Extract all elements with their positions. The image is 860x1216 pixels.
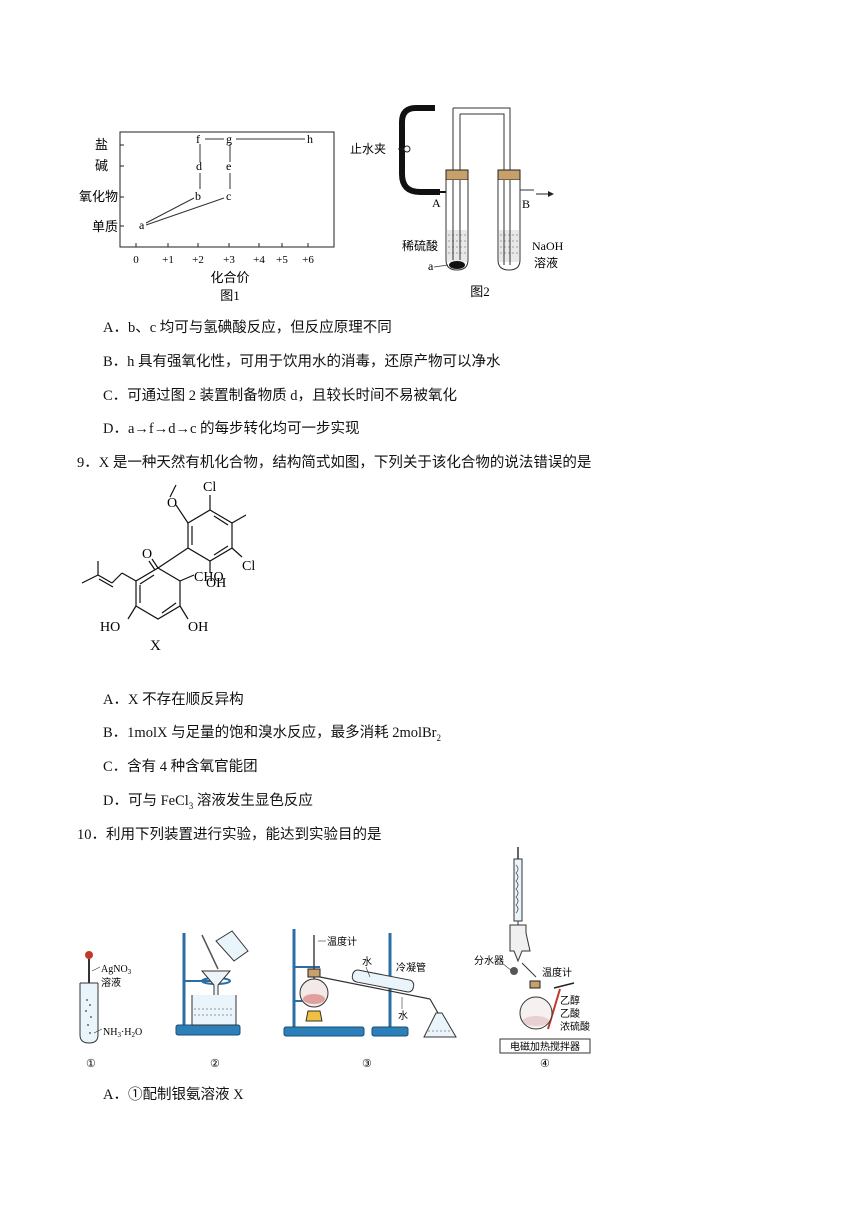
apparatus-1: AgNO3 溶液 NH3·H2O ①	[79, 951, 142, 1070]
apparatus-1-number: ①	[86, 1058, 96, 1070]
apparatus-2-number: ②	[210, 1058, 220, 1070]
beaker	[191, 995, 237, 1026]
o-methoxy: O	[167, 496, 177, 511]
separator-label: 分水器	[474, 955, 504, 967]
q10-stem: 10．利用下列装置进行实验，能达到实验目的是	[77, 827, 382, 843]
q9-stem: 9．X 是一种天然有机化合物，结构简式如图，下列关于该化合物的说法错误的是	[77, 455, 592, 471]
x-tick-2: +2	[192, 254, 204, 266]
stirrer-label: 电磁加热搅拌器	[510, 1040, 580, 1053]
struct-cho: CHO	[194, 570, 224, 585]
condenser-label: 冷凝管	[396, 961, 426, 974]
q8-option-c: C．可通过图 2 装置制备物质 d，且较长时间不易被氧化	[103, 388, 458, 404]
ethanol-label: 乙醇	[560, 994, 580, 1007]
solid-a	[449, 261, 465, 269]
water-out-label: 水	[398, 1010, 408, 1022]
struct-cl-2: Cl	[242, 559, 255, 574]
point-c: c	[226, 189, 231, 203]
tube-b-stopper	[497, 169, 521, 181]
rubber-tube	[399, 105, 440, 195]
point-g: g	[226, 132, 232, 146]
struct-x-label: X	[150, 638, 161, 654]
x-tick-4: +4	[253, 254, 265, 266]
point-e: e	[226, 159, 231, 173]
apparatus-3-number: ③	[362, 1058, 372, 1070]
y-label-oxide: 氧化物	[79, 189, 118, 204]
figure-1-graph: 盐 碱 氧化物 单质 0 +1 +2 +3 +4 +5 +6 化合价 图1 a …	[79, 131, 335, 303]
struct-ho: HO	[100, 620, 120, 635]
plot-frame	[119, 131, 335, 248]
q9-option-c: C．含有 4 种含氧官能团	[103, 759, 258, 775]
stand-base	[175, 1024, 241, 1036]
q10-option-a: A．①配制银氨溶液 X	[103, 1087, 244, 1103]
water-separator	[509, 924, 531, 963]
clamp-label: 止水夹	[350, 142, 386, 156]
apparatus-4-number: ④	[540, 1058, 550, 1070]
stirrer-box	[499, 1038, 591, 1054]
x-tick-3: +3	[223, 254, 235, 266]
water-in-label: 水	[362, 956, 372, 968]
y-label-salt: 盐	[95, 137, 108, 152]
condenser	[351, 969, 415, 993]
label-b-tube: B	[522, 197, 530, 211]
svg-text:AgNO3: AgNO3	[101, 964, 132, 976]
agno3-label: AgNO	[101, 964, 128, 975]
q8-option-d: D．a→f→d→c 的每步转化均可一步实现	[103, 421, 360, 437]
apparatus-4: 分水器 温度计 乙醇 乙酸 浓硫酸 电磁加热搅拌器 ④	[474, 847, 591, 1070]
figure-2-caption: 图2	[470, 284, 490, 299]
point-a: a	[139, 218, 145, 232]
figure-1-caption: 图1	[220, 288, 240, 303]
apparatus-3: 温度计 水 冷凝管 水 ③	[283, 929, 457, 1070]
dropper-bulb	[85, 951, 93, 959]
point-h: h	[307, 132, 313, 146]
test-tube	[79, 983, 99, 1044]
nh3-h2o-label: NH3·H2O	[103, 1027, 142, 1039]
x-tick-5: +5	[276, 254, 288, 266]
stopcock-icon	[510, 967, 518, 975]
x-tick-6: +6	[302, 254, 314, 266]
acid-label: 稀硫酸	[402, 238, 438, 253]
burner	[305, 1010, 323, 1022]
solid-a-label: a	[428, 259, 434, 273]
receiving-flask	[423, 1012, 457, 1038]
struct-cl-1: Cl	[203, 480, 216, 495]
struct-oh-1: OH	[206, 576, 226, 591]
thermometer-label-3: 温度计	[327, 935, 357, 948]
point-f: f	[196, 132, 200, 146]
pouring-beaker	[215, 930, 249, 962]
tube-a-stopper	[445, 169, 469, 181]
apparatus-2: ②	[175, 930, 249, 1070]
q8-option-a: A．b、c 均可与氢碘酸反应，但反应原理不同	[103, 320, 392, 336]
structure-x: O O Cl Cl OH CHO HO OH X	[81, 480, 255, 654]
solution-label: 溶液	[534, 255, 558, 270]
naoh-label: NaOH	[532, 239, 564, 253]
point-b: b	[195, 189, 201, 203]
stand-base-3	[283, 1026, 365, 1037]
acetic-acid-label: 乙酸	[560, 1007, 580, 1020]
sulfuric-acid-label: 浓硫酸	[560, 1020, 590, 1033]
thermometer-label-4: 温度计	[542, 966, 572, 979]
point-d: d	[196, 159, 202, 173]
x-axis-label: 化合价	[210, 270, 249, 285]
clamp-icon	[403, 145, 411, 153]
struct-oh-2: OH	[188, 620, 208, 635]
y-label-base: 碱	[95, 158, 108, 173]
q8-option-b: B．h 具有强氧化性，可用于饮用水的消毒，还原产物可以净水	[103, 354, 501, 370]
q9-option-b: B．1molX 与足量的饱和溴水反应，最多消耗 2molBr2	[103, 725, 442, 743]
label-a-tube: A	[432, 196, 441, 210]
x-tick-1: +1	[162, 254, 174, 266]
figure-2-apparatus: 止水夹 A 稀硫酸 a B NaOH 溶液 图2	[350, 105, 564, 299]
q9-option-d: D．可与 FeCl3 溶液发生显色反应	[103, 793, 313, 811]
y-label-element: 单质	[92, 219, 118, 234]
q9-option-a: A．X 不存在顺反异构	[103, 692, 244, 708]
x-tick-0: 0	[133, 254, 139, 266]
o-carbonyl: O	[142, 547, 152, 562]
agno3-solution-label: 溶液	[101, 976, 121, 989]
